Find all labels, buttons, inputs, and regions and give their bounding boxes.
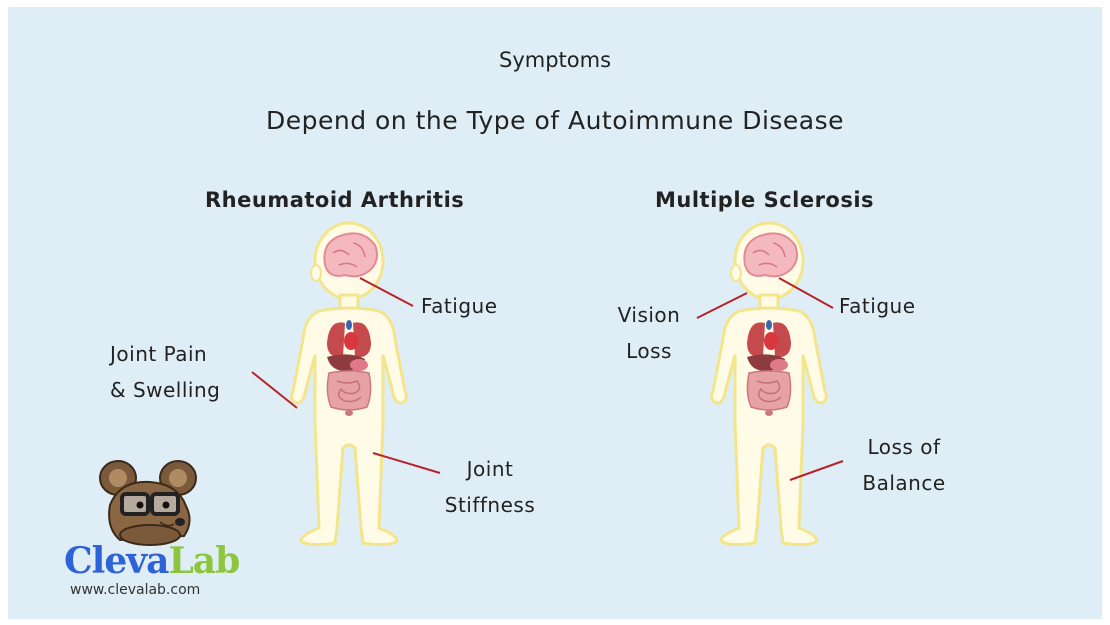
ms-body-figure	[712, 223, 827, 545]
ms-vision-line1: Vision	[606, 297, 692, 333]
ra-fatigue-label: Fatigue	[421, 294, 498, 318]
ra-joint-pain-line2: & Swelling	[110, 372, 220, 408]
ra-body-figure	[292, 223, 407, 545]
logo-cleva: Cleva	[64, 540, 168, 582]
logo-lab: Lab	[168, 540, 239, 582]
ms-balance-label: Loss of Balance	[846, 429, 962, 501]
ra-stiffness-line2: Stiffness	[420, 487, 560, 523]
mouse-mascot-icon	[100, 461, 196, 545]
ms-balance-line1: Loss of	[846, 429, 962, 465]
logo-url: www.clevalab.com	[70, 582, 200, 598]
ms-vision-line2: Loss	[606, 333, 692, 369]
ra-joint-pain-line1: Joint Pain	[110, 336, 220, 372]
ms-balance-line2: Balance	[846, 465, 962, 501]
ms-fatigue-label: Fatigue	[839, 294, 916, 318]
ra-joint-pain-label: Joint Pain & Swelling	[110, 336, 220, 408]
ra-stiffness-label: Joint Stiffness	[420, 451, 560, 523]
ms-vision-loss-label: Vision Loss	[606, 297, 692, 369]
clevalab-logo: ClevaLab	[64, 540, 239, 582]
ra-joint-pain-line	[252, 372, 297, 408]
ra-stiffness-line1: Joint	[420, 451, 560, 487]
